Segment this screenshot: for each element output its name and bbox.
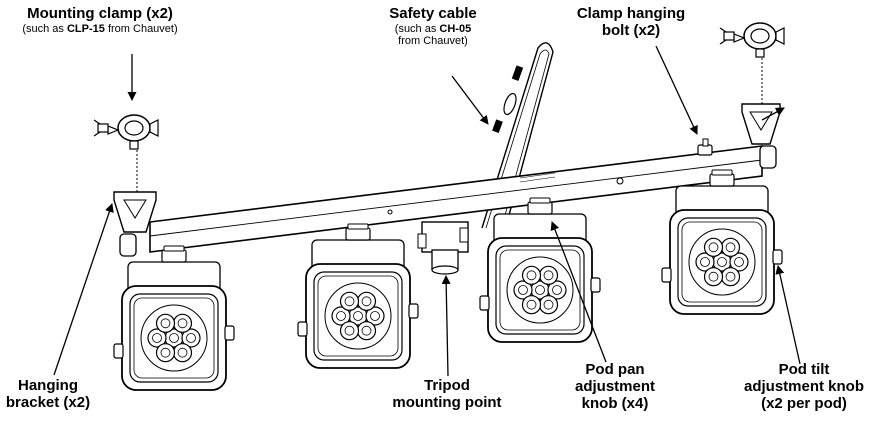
clamp-bolt-callout: Clamp hanging bolt (x2): [566, 5, 696, 40]
clamp-bolt-line2: bolt (x2): [601, 21, 661, 39]
safety-cable-callout: Safety cable (such as CH-05 from Chauvet…: [368, 5, 498, 48]
tripod-point-callout: Tripod mounting point: [382, 377, 512, 412]
tilt-knob-line2: adjustment knob: [743, 377, 864, 395]
tilt-knob-line1: Pod tilt: [778, 361, 830, 378]
safety-cable-title: Safety cable: [389, 5, 477, 22]
mounting-clamp-title: Mounting clamp (x2): [27, 5, 173, 22]
tripod-point-line2: mounting point: [392, 393, 502, 411]
mounting-clamp-callout: Mounting clamp (x2) (such as CLP-15 from…: [0, 5, 200, 35]
clamp-bolt-line1: Clamp hanging: [576, 5, 686, 22]
pan-knob-line2: adjustment: [574, 377, 655, 395]
hanging-bracket-line1: Hanging: [18, 377, 78, 394]
tilt-knob-callout: Pod tilt adjustment knob (x2 per pod): [734, 361, 874, 412]
hanging-bracket-callout: Hanging bracket (x2): [0, 377, 96, 412]
pan-knob-callout: Pod pan adjustment knob (x4): [560, 361, 670, 412]
tripod-point-line1: Tripod: [424, 377, 470, 394]
safety-cable-note-line2: from Chauvet): [398, 35, 468, 48]
pan-knob-line1: Pod pan: [585, 361, 645, 378]
mounting-clamp-note: (such as CLP-15 from Chauvet): [22, 22, 178, 35]
safety-cable-note-line1: (such as CH-05: [394, 22, 472, 35]
tilt-knob-line3: (x2 per pod): [761, 394, 847, 412]
hanging-bracket-line2: bracket (x2): [5, 393, 91, 411]
pan-knob-line3: knob (x4): [581, 394, 649, 412]
